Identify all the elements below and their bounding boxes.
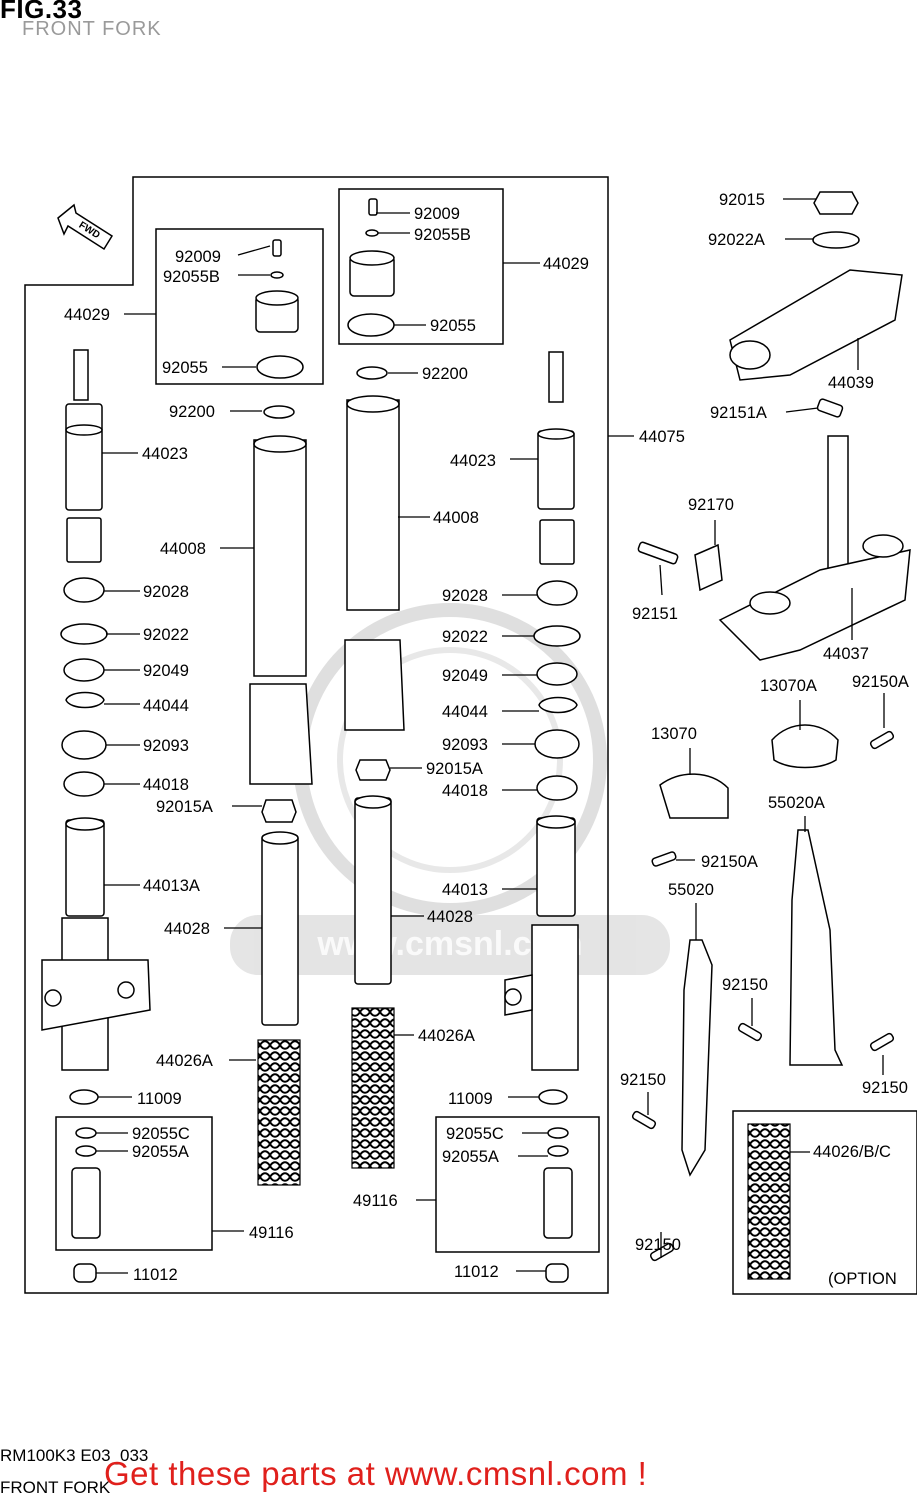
footer-diagram-name: FRONT FORK — [0, 1478, 111, 1497]
callout-label: 92151A — [710, 404, 767, 422]
callout-label: 92093 — [442, 736, 488, 754]
callout-label: 92015 — [719, 191, 765, 209]
callout-label: 92150 — [862, 1079, 908, 1097]
footer-diagram-code: RM100K3 E03_033 — [0, 1446, 149, 1465]
callout-label: 92028 — [442, 587, 488, 605]
callout-label: 55020A — [768, 794, 825, 812]
callout-label: 92055 — [430, 317, 476, 335]
callout-label: 44044 — [143, 697, 189, 715]
callout-labels: 92009 92055B 44029 92055 92200 44023 440… — [64, 191, 909, 1288]
callout-label: 44029 — [64, 306, 110, 324]
kit-box-left-bottom — [55, 1116, 213, 1251]
callout-label: 13070 — [651, 725, 697, 743]
kit-box-left-top — [155, 228, 324, 385]
option-label: (OPTION — [828, 1270, 897, 1288]
callout-label: 44028 — [164, 920, 210, 938]
kit-box-right-bottom — [435, 1116, 600, 1253]
callout-label: 92150 — [722, 976, 768, 994]
callout-label: 92055A — [132, 1143, 189, 1161]
callout-label: 44037 — [823, 645, 869, 663]
callout-label: 55020 — [668, 881, 714, 899]
main-frame — [24, 176, 609, 1294]
callout-label: 92055B — [414, 226, 471, 244]
callout-label: 44023 — [142, 445, 188, 463]
callout-label: 44026A — [156, 1052, 213, 1070]
part-shapes — [41, 191, 911, 1283]
callout-label: 92015A — [156, 798, 213, 816]
callout-label: 92022 — [442, 628, 488, 646]
callout-label: 92055A — [442, 1148, 499, 1166]
forward-arrow: FWD — [57, 203, 114, 251]
kit-box-right-top — [338, 188, 504, 345]
callout-label: 92009 — [414, 205, 460, 223]
callout-label: 92150 — [635, 1236, 681, 1254]
fork-springs — [257, 1007, 791, 1280]
callout-label: 92022 — [143, 626, 189, 644]
callout-label: 92055C — [132, 1125, 190, 1143]
callout-label: 44008 — [433, 509, 479, 527]
callout-label: 11012 — [133, 1266, 178, 1284]
callout-label: 49116 — [353, 1192, 398, 1210]
figure-number: FIG.33 — [0, 0, 83, 24]
callout-label: 11009 — [137, 1090, 182, 1108]
callout-label: 92028 — [143, 583, 189, 601]
callout-label: 11012 — [454, 1263, 499, 1281]
callout-label: 44029 — [543, 255, 589, 273]
option-box — [732, 1110, 917, 1295]
callout-label: 44008 — [160, 540, 206, 558]
callout-label: 11009 — [448, 1090, 493, 1108]
callout-label: 92049 — [143, 662, 189, 680]
callout-label: 49116 — [249, 1224, 294, 1242]
shop-link[interactable]: Get these parts at www.cmsnl.com ! — [104, 1455, 648, 1492]
callout-label: 44039 — [828, 374, 874, 392]
callout-label: 92150 — [620, 1071, 666, 1089]
callout-label: 44023 — [450, 452, 496, 470]
callout-label: 92200 — [422, 365, 468, 383]
callout-label: 92055C — [446, 1125, 504, 1143]
callout-label: 44026A — [418, 1027, 475, 1045]
callout-label: 92009 — [175, 248, 221, 266]
callout-label: 92022A — [708, 231, 765, 249]
callout-label: 44018 — [143, 776, 189, 794]
callout-label: 13070A — [760, 677, 817, 695]
callout-label: 44028 — [427, 908, 473, 926]
callout-label: 92055B — [163, 268, 220, 286]
figure-subtitle: FRONT FORK — [22, 18, 162, 40]
callout-label: 44075 — [639, 428, 685, 446]
callout-label: 44026/B/C — [813, 1143, 891, 1161]
callout-label: 92200 — [169, 403, 215, 421]
callout-label: 44013 — [442, 881, 488, 899]
callout-label: 92150A — [701, 853, 758, 871]
leader-lines — [96, 198, 885, 1274]
callout-label: 92049 — [442, 667, 488, 685]
callout-label: 92170 — [688, 496, 734, 514]
callout-label: 92015A — [426, 760, 483, 778]
callout-label: 44013A — [143, 877, 200, 895]
callout-label: 44044 — [442, 703, 488, 721]
callout-label: 92150A — [852, 673, 909, 691]
callout-label: 92055 — [162, 359, 208, 377]
callout-label: 92093 — [143, 737, 189, 755]
callout-label: 92151 — [632, 605, 678, 623]
callout-label: 44018 — [442, 782, 488, 800]
